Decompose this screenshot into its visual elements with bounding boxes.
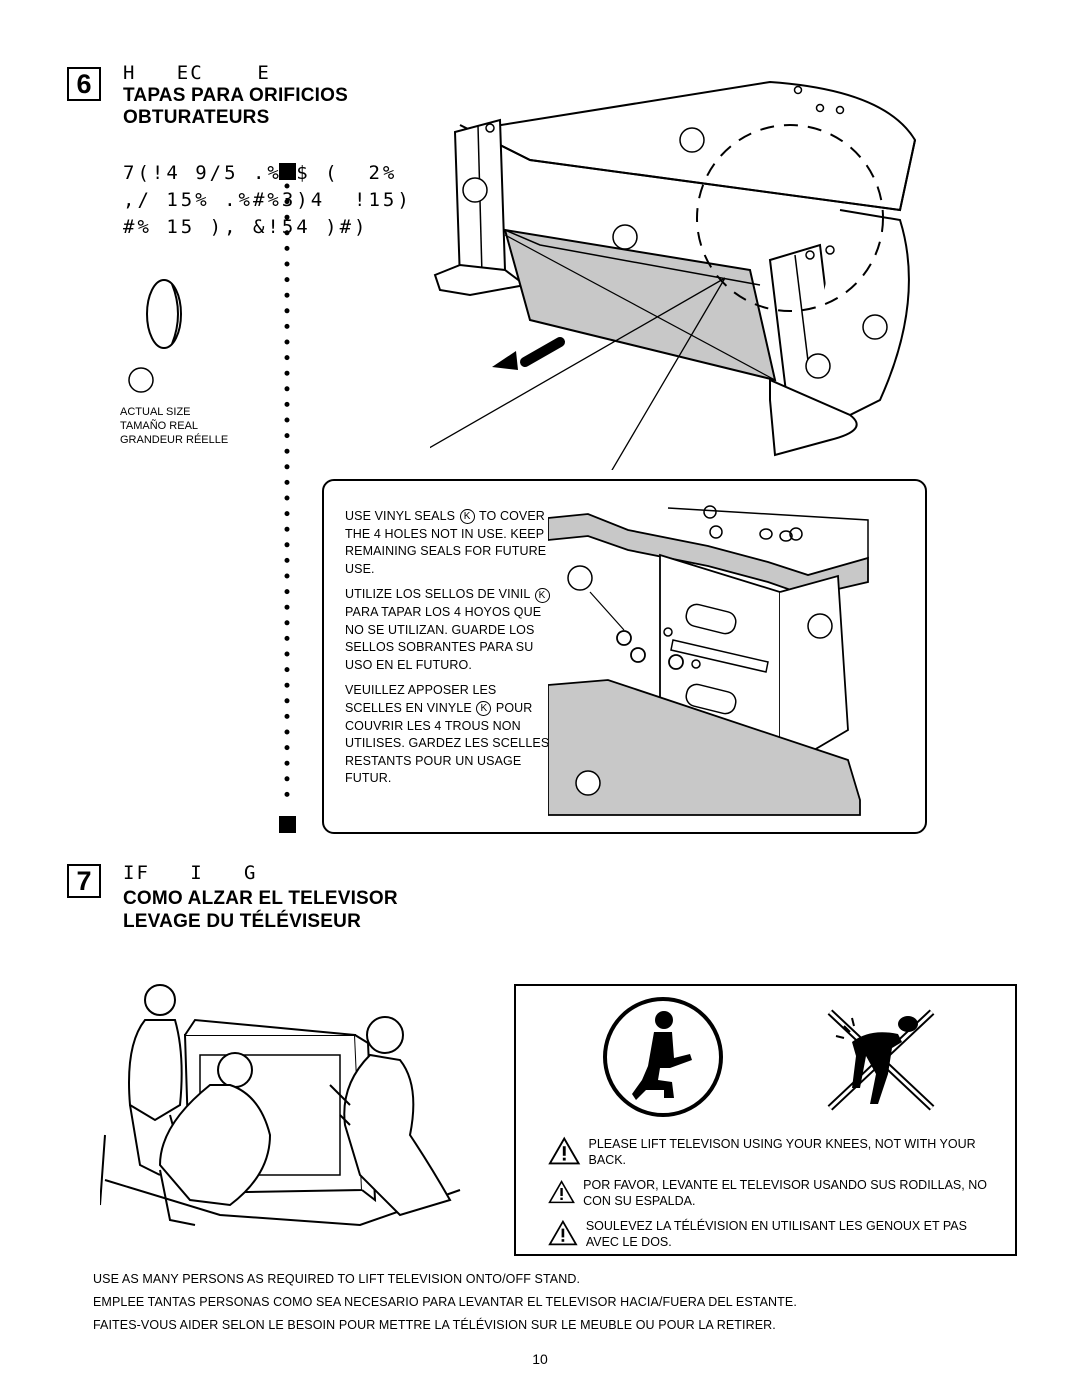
size-label-es: TAMAÑO REAL [120,420,199,432]
note-es: EMPLEE TANTAS PERSONAS COMO SEA NECESARI… [93,1295,797,1309]
callout-fr-a: VEUILLEZ APPOSER LES SCELLES EN VINYLE [345,683,497,715]
vinyl-seal-illustration [146,279,182,349]
lifting-tv-illustration [100,984,461,1227]
tv-stand-illustration [430,80,917,470]
warning-text-es: POR FAVOR, LEVANTE EL TELEVISOR USANDO S… [583,1178,987,1208]
page-number: 10 [532,1351,548,1367]
warning-text-fr: SOULEVEZ LA TÉLÉVISION EN UTILISANT LES … [585,1219,967,1249]
correct-lift-icon [603,997,723,1117]
warning-text-en: PLEASE LIFT TELEVISON USING YOUR KNEES, … [588,1137,976,1167]
callout-es-b: PARA TAPAR LOS 4 HOYOS QUE NO SE UTILIZA… [345,604,542,672]
step-6-garbled-body: 7(!4 9/5 .%%$ ( 2% ,/ 15% .%#%3)4 !15) #… [123,160,412,241]
part-k-marker: K [534,587,550,603]
dotted-divider [284,183,290,813]
step-6-garbled-title: H EC E [123,62,271,84]
garbled-line-3: #% 15 ), &!54 )#) [123,216,369,238]
step-7-garbled-title: IF I G [123,862,258,884]
note-fr: FAITES-VOUS AIDER SELON LE BESOIN POUR M… [93,1318,776,1332]
part-k-marker: K [476,701,492,717]
size-label-en: ACTUAL SIZE [120,406,191,418]
step-7-number: 7 [67,864,101,898]
step-7-title-fr: LEVAGE DU TÉLÉVISEUR [123,911,362,932]
callout-es-a: UTILIZE LOS SELLOS DE VINIL [345,587,534,602]
closeup-illustration [548,505,869,816]
step-7-title-es: COMO ALZAR EL TELEVISOR [123,888,398,909]
wrong-lift-icon [827,1009,935,1111]
warning-item-en: PLEASE LIFT TELEVISON USING YOUR KNEES, … [548,1136,998,1168]
callout-en: USE VINYL SEALS K TO COVER THE 4 HOLES N… [345,508,552,578]
callout-es: UTILIZE LOS SELLOS DE VINIL K PARA TAPAR… [345,586,552,674]
size-label-fr: GRANDEUR RÉELLE [120,434,229,446]
caution-triangle-icon [548,1136,581,1165]
divider-end-marker [279,816,296,833]
caution-triangle-icon [548,1180,575,1204]
step-6-number: 6 [67,67,101,101]
garbled-line-2: ,/ 15% .%#%3)4 !15) [123,189,412,211]
actual-size-caption: ACTUAL SIZE TAMAÑO REAL GRANDEUR RÉELLE [120,405,228,447]
divider-start-marker [279,163,296,180]
callout-en-a: USE VINYL SEALS [345,509,459,523]
step-6-title-fr: OBTURATEURS [123,107,270,128]
garbled-line-1: 7(!4 9/5 .%%$ ( 2% [123,162,398,184]
step-6-title-es: TAPAS PARA ORIFICIOS [123,85,348,106]
lifting-notes: USE AS MANY PERSONS AS REQUIRED TO LIFT … [93,1268,993,1337]
warning-item-fr: SOULEVEZ LA TÉLÉVISION EN UTILISANT LES … [548,1218,998,1250]
warning-item-es: POR FAVOR, LEVANTE EL TELEVISOR USANDO S… [548,1177,998,1209]
warning-list: PLEASE LIFT TELEVISON USING YOUR KNEES, … [548,1136,998,1259]
seal-callout-text: USE VINYL SEALS K TO COVER THE 4 HOLES N… [345,508,552,796]
part-k-label-circle [128,367,154,393]
note-en: USE AS MANY PERSONS AS REQUIRED TO LIFT … [93,1272,581,1286]
lift-warning-box [514,984,1017,1256]
callout-en-b: TO COVER THE 4 HOLES NOT IN USE. KEEP RE… [345,509,547,576]
callout-fr: VEUILLEZ APPOSER LES SCELLES EN VINYLE K… [345,682,552,788]
caution-triangle-icon [548,1219,578,1246]
callout-fr-b: POUR COUVRIR LES 4 TROUS NON UTILISES. G… [345,700,550,786]
part-k-marker: K [459,509,475,525]
